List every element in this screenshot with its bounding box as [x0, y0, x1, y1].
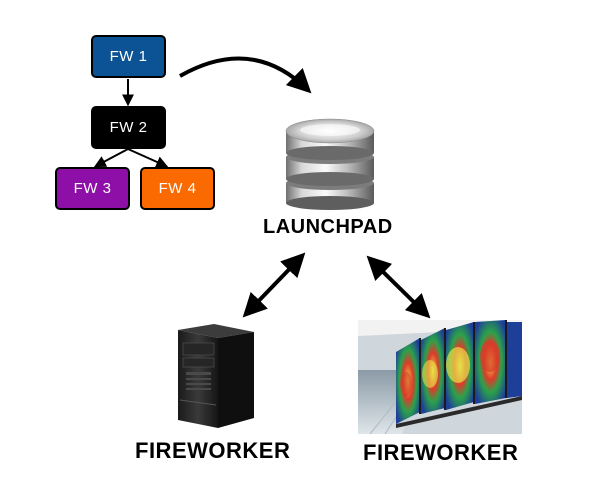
edge-fw2-fw3	[93, 148, 129, 168]
link-launchpad-worker-left	[242, 252, 306, 318]
firework-node-fw4: FW 4	[140, 167, 215, 210]
fireworker-label-left: FIREWORKER	[135, 438, 291, 463]
firework-node-fw1: FW 1	[91, 35, 166, 78]
desktop-tower-icon	[178, 324, 254, 428]
submit-arrow	[179, 56, 312, 94]
firework-node-fw2: FW 2	[91, 106, 166, 149]
link-launchpad-worker-right	[366, 255, 431, 319]
workflow-edges	[93, 79, 169, 168]
fireworker-label-right: FIREWORKER	[363, 440, 519, 465]
database-icon	[285, 118, 375, 210]
launchpad-label: LAUNCHPAD	[263, 216, 393, 238]
firework-node-fw3: FW 3	[55, 167, 130, 210]
edge-fw2-fw4	[127, 148, 169, 168]
supercomputer-icon	[358, 320, 522, 435]
